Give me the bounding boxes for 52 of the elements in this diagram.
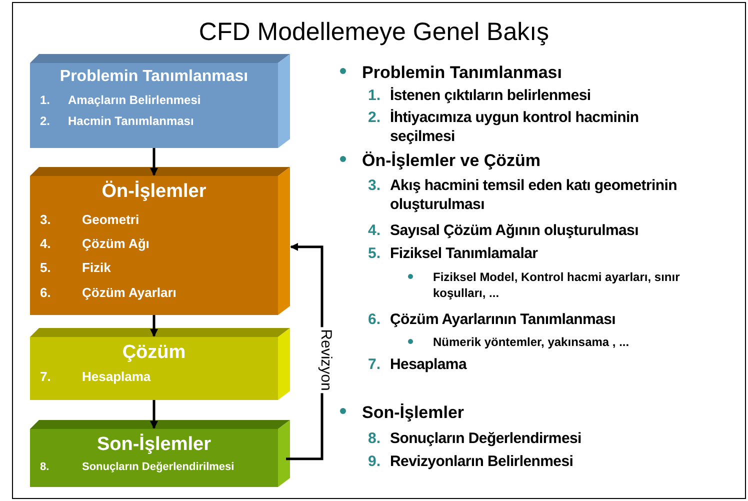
item-number: 1. bbox=[40, 93, 50, 108]
item-number: 9. bbox=[368, 453, 381, 472]
item-number: 2. bbox=[40, 114, 50, 129]
process-box bbox=[30, 420, 290, 487]
item-number: 4. bbox=[40, 236, 51, 252]
arrow bbox=[150, 148, 158, 176]
item-number: 7. bbox=[40, 368, 51, 385]
item-number: 7. bbox=[368, 356, 381, 375]
box-heading: Son-İşlemler bbox=[96, 433, 212, 457]
list-item: İhtiyacımıza uygun kontrol hacminin seçilmesi bbox=[390, 108, 640, 146]
box-heading: Problemin Tanımlanması bbox=[60, 67, 248, 87]
box-item: Amaçların Belirlenmesi bbox=[68, 93, 201, 108]
item-number: 6. bbox=[40, 284, 51, 301]
list-item: Hesaplama bbox=[390, 355, 468, 374]
sub-item: Fiziksel Model, Kontrol hacmi ayarları, sınır koşulları, ... bbox=[433, 269, 681, 301]
box-item: Hacmin Tanımlanması bbox=[68, 114, 194, 129]
edge-label: Revizyon bbox=[318, 327, 334, 393]
section-heading: Problemin Tanımlanması bbox=[362, 62, 562, 84]
sub-item: Nümerik yöntemler, yakınsama , ... bbox=[433, 334, 630, 350]
list-item: Fiziksel Tanımlamalar bbox=[390, 244, 539, 263]
item-number: 5. bbox=[368, 245, 381, 264]
arrow bbox=[150, 400, 158, 429]
item-number: 3. bbox=[40, 212, 51, 228]
item-number: 1. bbox=[368, 87, 381, 106]
item-number: 8. bbox=[368, 430, 381, 449]
list-item: Sayısal Çözüm Ağının oluşturulması bbox=[390, 221, 640, 240]
item-number: 4. bbox=[368, 222, 381, 241]
section-heading: Son-İşlemler bbox=[362, 402, 464, 424]
box-item: Hesaplama bbox=[82, 368, 151, 385]
list-item: Revizyonların Belirlenmesi bbox=[390, 452, 574, 471]
box-item: Geometri bbox=[82, 212, 140, 228]
item-number: 2. bbox=[368, 109, 381, 128]
process-box bbox=[30, 54, 290, 148]
title: CFD Modellemeye Genel Bakış bbox=[198, 17, 550, 48]
box-item: Fizik bbox=[82, 260, 111, 276]
box-item: Çözüm Ayarları bbox=[82, 284, 176, 301]
item-number: 5. bbox=[40, 260, 51, 276]
list-item: Akış hacmini temsil eden katı geometrinin oluşturulması bbox=[390, 176, 678, 214]
box-heading: Çözüm bbox=[122, 341, 186, 365]
process-box bbox=[30, 167, 290, 315]
arrow bbox=[150, 315, 158, 337]
process-box bbox=[30, 328, 290, 400]
box-item: Sonuçların Değerlendirilmesi bbox=[82, 460, 234, 474]
list-item: İstenen çıktıların belirlenmesi bbox=[390, 86, 592, 105]
section-heading: Ön-İşlemler ve Çözüm bbox=[362, 150, 541, 172]
item-number: 8. bbox=[40, 460, 50, 474]
list-item: Çözüm Ayarlarının Tanımlanması bbox=[390, 310, 616, 329]
list-item: Sonuçların Değerlendirmesi bbox=[390, 429, 582, 448]
item-number: 6. bbox=[368, 311, 381, 330]
box-item: Çözüm Ağı bbox=[82, 236, 150, 252]
box-heading: Ön-İşlemler bbox=[102, 180, 206, 204]
item-number: 3. bbox=[368, 177, 381, 196]
